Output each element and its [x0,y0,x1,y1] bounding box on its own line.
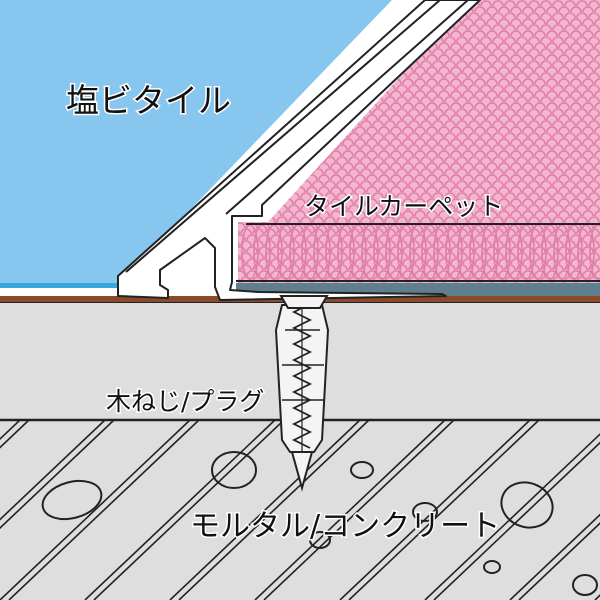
hatch-line [254,419,446,600]
hatch-line [518,522,600,600]
stone [350,461,374,479]
label-mortar-concrete: モルタル/コンクリート [190,509,500,544]
hatch-line [339,419,531,600]
tile-carpet-texture [238,0,600,288]
stone [500,481,554,529]
hatch-lines [0,419,600,600]
label-screw-plug: 木ねじ/プラグ [106,387,264,416]
vinyl-tile-edge [0,283,120,288]
hatch-line [263,419,455,600]
stone [41,479,103,521]
hatch-line [0,419,191,600]
hatch-line [169,419,361,600]
hatch-line [0,419,106,521]
concrete-hatching [0,419,600,600]
screw-tip [290,451,314,492]
stone [572,574,598,596]
hatch-line [93,419,285,600]
label-vinyl-tile: 塩ビタイル [66,81,231,120]
hatch-line [0,419,115,530]
hatch-line [433,441,600,600]
hatch-line [424,433,600,600]
hatch-line [84,419,276,600]
stone [309,531,331,549]
stone [211,451,257,489]
hatch-line [509,513,600,600]
stone [483,560,501,574]
screw-head [279,295,329,309]
wood-screw-and-plug [275,295,329,492]
hatch-line [178,419,370,600]
trim-inner-edge [125,0,441,273]
hatch-line [348,419,540,600]
label-tile-carpet: タイルカーペット [304,192,503,221]
hatch-line [8,419,200,600]
trim-ridge-line [225,0,469,215]
aggregate-stones [41,451,598,596]
thread-line [291,307,313,449]
vinyl-tile-area [0,0,392,285]
stone [412,502,438,522]
screw-thread [291,307,313,452]
